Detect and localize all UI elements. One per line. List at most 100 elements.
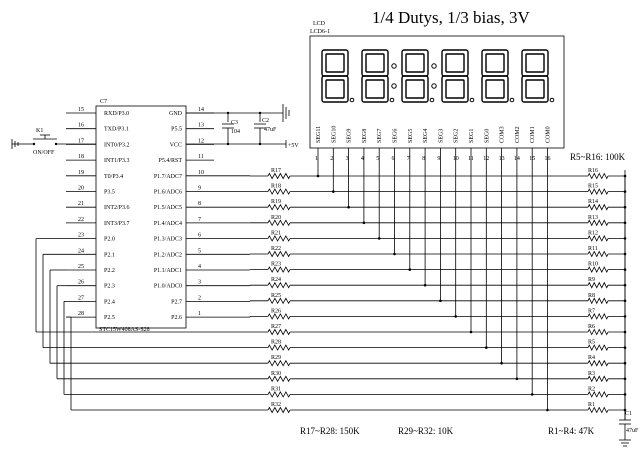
resistor-zigzag — [587, 406, 609, 414]
lcd-pin-label: COM2 — [515, 126, 521, 143]
mcu-right-pin-name: P1.3/ADC3 — [154, 237, 182, 243]
switch-ref: K1 — [36, 128, 43, 134]
resistor-left-label: R23 — [271, 262, 281, 268]
lcd-pin-label: SEG5 — [408, 129, 414, 143]
lcd-pin-label: SEG9 — [347, 129, 353, 143]
resistor-zigzag — [267, 344, 291, 351]
resistor-left-label: R18 — [271, 184, 281, 190]
mcu-right-pin-name: P1.0/ADC0 — [154, 284, 182, 290]
switch-label: ON/OFF — [33, 150, 55, 156]
lcd-digits — [321, 49, 555, 103]
switch-k1: K1 ON/OFF — [11, 128, 96, 156]
mcu-right-pin-name: P2.6 — [171, 315, 182, 321]
resistor-left-label: R27 — [271, 324, 281, 330]
resistor-zigzag — [267, 406, 291, 414]
resistor-zigzag — [587, 188, 609, 195]
mcu-right-pin-name: P2.7 — [171, 299, 182, 305]
lcd-digit-bottom — [401, 75, 429, 103]
resistor-zigzag — [267, 219, 291, 227]
lcd-digit-inner-top — [365, 53, 385, 73]
c1-value: 47uF — [626, 428, 639, 434]
mcu-left-pin-number: 17 — [78, 138, 84, 144]
resistor-left-label: R24 — [271, 277, 281, 283]
mcu-left-pin-number: 28 — [78, 311, 84, 317]
resistor-zigzag — [587, 235, 609, 242]
resistor-zigzag — [267, 266, 291, 273]
lcd-digit-inner-bottom — [445, 79, 465, 99]
resistor-right-label: R11 — [588, 246, 598, 252]
mcu-left-pin-number: 23 — [78, 233, 84, 239]
mcu-right-pin-number: 7 — [198, 217, 201, 223]
lcd-pin-label: SEG2 — [454, 129, 460, 143]
mcu-right-pin-number: 10 — [198, 170, 204, 176]
resistor-left-label: R28 — [271, 340, 281, 346]
mcu-left-pin-name: P2.3 — [104, 284, 115, 290]
lcd-pin-number: 2 — [330, 156, 333, 162]
resistor-left-label: R21 — [271, 230, 281, 236]
lcd-pin-label: SEG8 — [362, 129, 368, 143]
lcd-digit-bottom — [481, 75, 509, 103]
lcd-pin-label: SEG4 — [423, 129, 429, 143]
mcu-right-pin-number: 6 — [198, 233, 201, 239]
mcu-left-pin-name: P3.5 — [104, 190, 115, 196]
mcu-right-pin-number: 8 — [198, 201, 201, 207]
lcd-digit-inner-top — [485, 53, 505, 73]
mcu-right-pin-name: P1.1/ADC1 — [154, 268, 182, 274]
junction-dot — [408, 268, 412, 271]
resistor-zigzag — [267, 250, 291, 258]
lcd-decimal-point — [389, 97, 395, 103]
mcu-right-pin-name: P1.4/ADC4 — [154, 221, 182, 227]
resistor-zigzag — [267, 172, 291, 180]
junction-dot — [530, 393, 534, 396]
mcu-left-pin-number: 24 — [78, 248, 84, 254]
resistor-right-label: R2 — [588, 386, 595, 392]
junction-dot — [485, 346, 488, 349]
lcd-digit-bottom — [441, 75, 469, 103]
resistor-zigzag — [267, 375, 291, 383]
mcu-left-pin-name: TXD/P3.1 — [104, 127, 129, 133]
mcu-right-pin-number: 14 — [198, 107, 204, 113]
lcd-pin-label: SEG0 — [484, 129, 490, 143]
lcd-pin-number: 8 — [422, 156, 425, 162]
resistor-right-label: R16 — [588, 168, 598, 174]
lcd-pin-number: 4 — [361, 156, 364, 162]
note-r29-r32: R29~R32: 10K — [398, 426, 454, 436]
resistor-right-label: R13 — [588, 215, 598, 221]
lcd-decimal-point — [349, 97, 355, 103]
note-r5-r16: R5~R16: 100K — [570, 152, 626, 162]
resistor-zigzag — [587, 344, 609, 351]
mcu-left-pin-name: INT1/P3.3 — [104, 158, 130, 164]
resistor-zigzag — [587, 266, 609, 273]
mcu-left-pin-number: 16 — [78, 123, 84, 129]
resistor-left-label: R20 — [271, 215, 281, 221]
c3-ref: C3 — [231, 120, 238, 126]
lcd-digit-bottom — [321, 75, 349, 103]
c2-value: 47uF — [264, 127, 277, 133]
mcu-right-pin-number: 2 — [198, 295, 201, 301]
resistor-right-label: R3 — [588, 371, 595, 377]
lcd-decimal-point — [429, 97, 435, 103]
c3-value: 104 — [231, 129, 240, 135]
mcu-right-pin-number: 4 — [198, 264, 201, 270]
mcu-left-pin-name: P2.0 — [104, 237, 115, 243]
mcu-right-pin-name: P1.7/ADC7 — [154, 174, 182, 180]
lcd-digit-inner-top — [405, 53, 425, 73]
lcd-digit-inner-top — [525, 53, 545, 73]
resistor-zigzag — [587, 359, 609, 367]
resistor-zigzag — [587, 297, 609, 305]
capacitor-c1: C1 47uF — [619, 170, 639, 447]
resistor-right-label: R14 — [588, 199, 598, 205]
resistor-right-label: R15 — [588, 184, 598, 190]
resistor-left-label: R19 — [271, 199, 281, 205]
mcu-body — [95, 105, 187, 329]
lcd-ref: LCD — [313, 21, 326, 27]
mcu-right-pin-number: 3 — [198, 280, 201, 286]
mcu-right-pin-name: P5.5 — [171, 127, 182, 133]
mcu-left-pin-number: 19 — [78, 170, 84, 176]
resistor-right-label: R4 — [588, 355, 595, 361]
mcu-left-pin-name: T0/P3.4 — [104, 174, 123, 180]
resistor-right-label: R9 — [588, 277, 595, 283]
lcd-pin-number: 1 — [315, 156, 318, 162]
resistor-zigzag — [587, 328, 609, 336]
resistor-zigzag — [587, 203, 609, 211]
